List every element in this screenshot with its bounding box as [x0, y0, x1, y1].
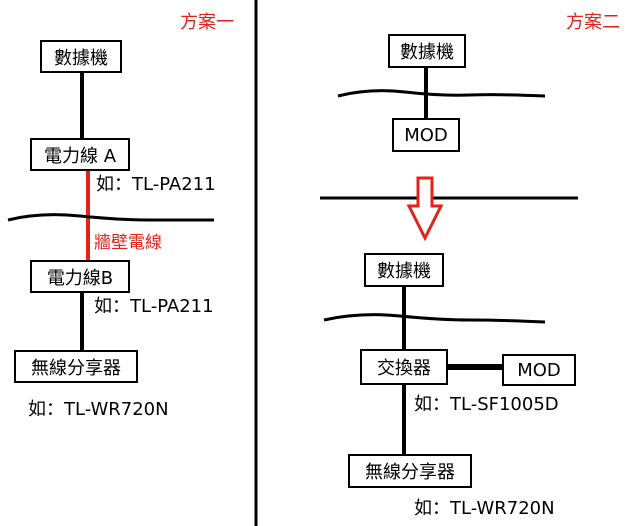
wall-wave-left	[7, 213, 214, 222]
powerline-a-model: 如：TL-PA211	[96, 174, 216, 195]
modem-top-box: 數據機	[388, 34, 466, 68]
router-model: 如：TL-WR720N	[28, 399, 169, 420]
mod-top-box: MOD	[392, 118, 460, 152]
router-right-box: 無線分享器	[348, 454, 472, 488]
powerline-b-model: 如：TL-PA211	[94, 296, 214, 317]
wall-wave-top-right	[337, 89, 546, 98]
wall-wire-label: 牆壁電線	[94, 233, 162, 253]
switch-model: 如：TL-SF1005D	[414, 394, 559, 415]
switch-box: 交換器	[360, 349, 448, 385]
router-right-model: 如：TL-WR720N	[414, 498, 555, 519]
plan1-title: 方案一	[180, 12, 234, 33]
modem-box: 數據機	[40, 40, 122, 73]
wall-wave-bottom-right	[323, 313, 546, 324]
powerline-b-box: 電力線B	[30, 260, 130, 293]
down-arrow-icon	[406, 176, 444, 242]
modem-bottom-box: 數據機	[364, 253, 444, 287]
plan2-title: 方案二	[566, 12, 620, 33]
powerline-a-box: 電力線 A	[30, 138, 130, 171]
router-box: 無線分享器	[14, 350, 138, 383]
mod-right-box: MOD	[502, 354, 576, 386]
